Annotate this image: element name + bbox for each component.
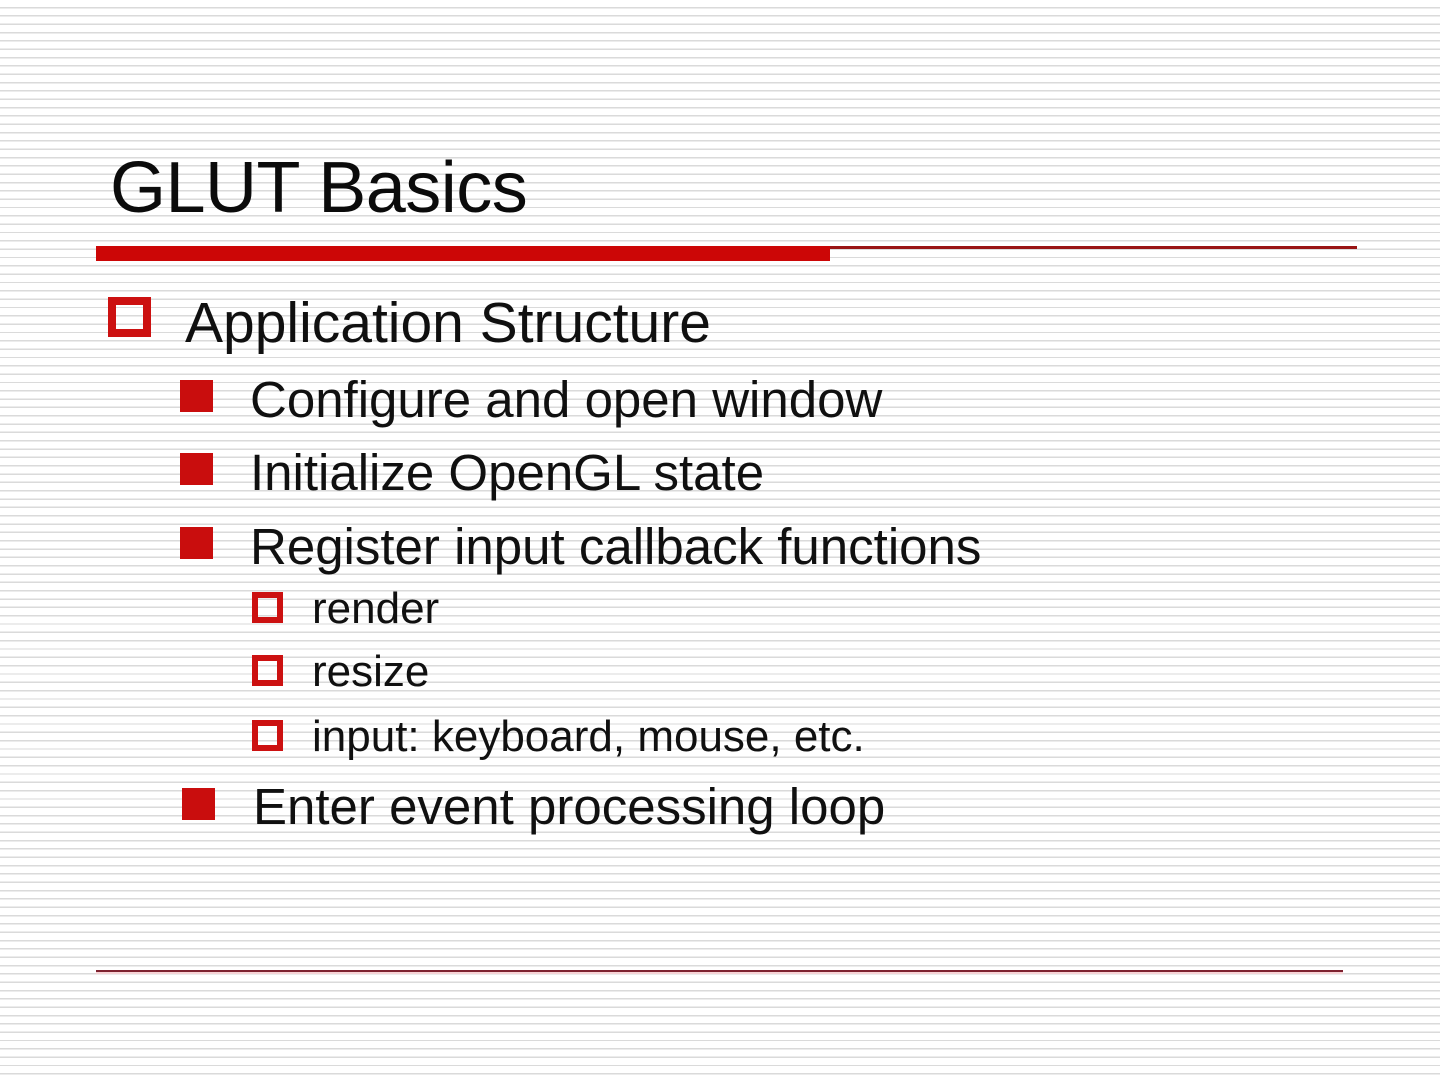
bullet-label: Register input callback functions	[250, 518, 982, 575]
bullet-label: resize	[312, 647, 430, 696]
hollow-square-bullet-icon	[252, 592, 283, 623]
filled-square-bullet-icon	[180, 453, 213, 485]
bullet-label: Enter event processing loop	[253, 778, 886, 835]
filled-square-bullet-icon	[180, 380, 213, 412]
bullet-label: input: keyboard, mouse, etc.	[312, 712, 865, 761]
title-accent-thin-line	[830, 246, 1357, 249]
bullet-item-register-callbacks: Register input callback functions	[180, 518, 982, 575]
bullet-item-input-devices: input: keyboard, mouse, etc.	[252, 712, 865, 761]
bullet-item-configure-open-window: Configure and open window	[180, 371, 883, 428]
bullet-label: Configure and open window	[250, 371, 883, 428]
bullet-label: Application Structure	[185, 291, 711, 355]
slide-title: GLUT Basics	[110, 148, 528, 228]
bullet-item-application-structure: Application Structure	[108, 295, 711, 352]
title-accent-bar	[96, 246, 830, 261]
bullet-label: Initialize OpenGL state	[250, 444, 765, 501]
footer-divider-line	[96, 970, 1343, 972]
bullet-item-resize: resize	[252, 647, 430, 696]
bullet-item-event-loop: Enter event processing loop	[182, 778, 886, 835]
bullet-item-render: render	[252, 584, 440, 633]
hollow-square-bullet-icon	[252, 655, 283, 686]
hollow-square-bullet-icon	[108, 297, 151, 337]
bullet-label: render	[312, 584, 440, 633]
hollow-square-bullet-icon	[252, 720, 283, 751]
bullet-item-initialize-opengl-state: Initialize OpenGL state	[180, 444, 765, 501]
filled-square-bullet-icon	[180, 527, 213, 559]
filled-square-bullet-icon	[182, 788, 215, 820]
